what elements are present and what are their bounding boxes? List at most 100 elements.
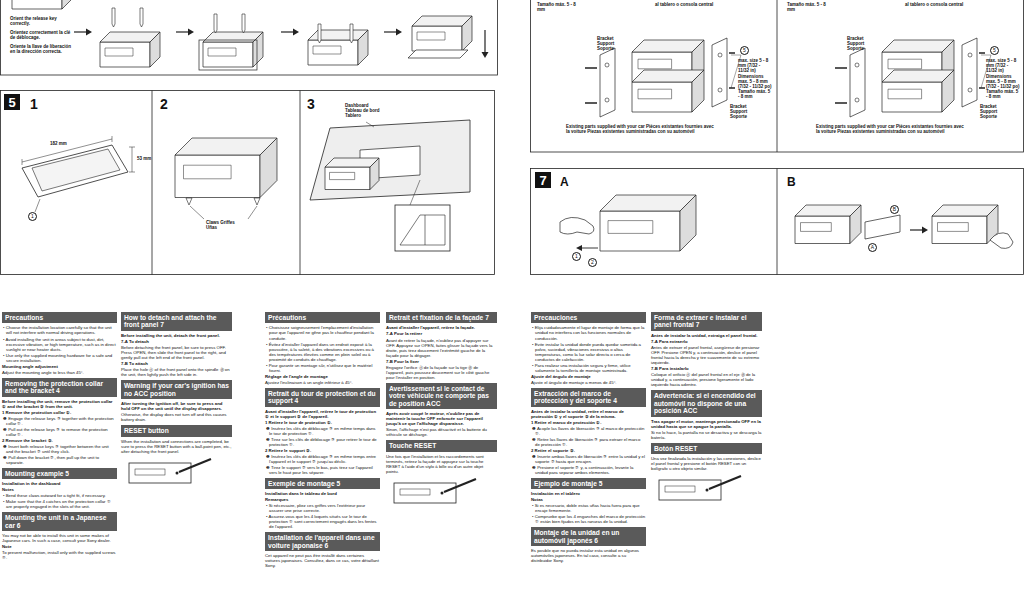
body-text: Cet appareil ne peut pas être installé d…	[265, 553, 380, 568]
part-label: Existing parts supplied with your car Pi…	[566, 124, 716, 134]
part-label: Bracket Support Soporte	[980, 104, 1012, 120]
body-text: • Pour garantir un montage sûr, n'utilis…	[265, 363, 380, 373]
bold-text: After turning the ignition off, be sure …	[121, 401, 232, 411]
part-label: Dashboard Tableau de bord Tablero	[345, 103, 385, 119]
section-heading-text: Retrait et fixation de la façade 7	[389, 314, 489, 321]
callout-number: 2	[588, 258, 597, 267]
section-heading: Precauciones	[531, 312, 646, 323]
section-heading-text: How to detach and attach the front panel…	[124, 314, 216, 328]
body-text: ❷ Tirez le support ② vers le bas, puis t…	[265, 465, 380, 475]
dimension-label: Tamaño máx. 5 - 8 mm	[537, 2, 577, 12]
step-number: 1	[30, 96, 38, 112]
step-number: 3	[307, 96, 315, 112]
body-text: ❷ Presione el soporte ② y, a continuació…	[531, 465, 646, 475]
section-heading: Touche RESET	[386, 440, 497, 451]
section-heading: Removing the protection collar and the b…	[2, 378, 117, 397]
part-label: Bracket Support Soporte	[847, 36, 879, 52]
bold-text: 1 Retire el marco de protección ①.	[531, 420, 646, 425]
body-text: ❷ Pull out the release keys ③ to remove …	[2, 427, 117, 437]
section-heading-text: Advertencia: si el encendido del automóv…	[654, 392, 756, 414]
callout-number: 1	[28, 212, 37, 221]
body-text: Una vez finalizada la instalación y las …	[651, 456, 762, 471]
callout-number: B	[890, 205, 899, 214]
bold-text: Avant d'installer l'appareil, retirez le…	[265, 409, 380, 419]
section-heading: Retrait du tour de protection et du supp…	[265, 388, 380, 407]
reset-illustration	[121, 457, 231, 487]
callout-number: 1	[572, 252, 581, 261]
body-text: When the installation and connections ar…	[121, 439, 232, 454]
bold-text: Antes de instalar la unidad, extraiga el…	[651, 333, 762, 338]
step-number: 2	[160, 96, 168, 112]
section-heading: Precautions	[2, 312, 117, 323]
section-heading: Précautions	[265, 312, 380, 323]
section-heading-text: Warning if your car's ignition has no AC…	[124, 382, 229, 396]
body-text: ❷ Tirez sur les clés de déblocage ③ pour…	[265, 437, 380, 447]
bold-text: Avant d'installer l'appareil, retirez la…	[386, 325, 497, 330]
body-text: ❶ Insérez les clés de déblocage ③ en mêm…	[265, 426, 380, 436]
body-text: Adjust the mounting angle to less than 4…	[2, 370, 117, 375]
section-heading: Extracción del marco de protección y del…	[531, 388, 646, 407]
figure-number-box-text: 5	[8, 95, 15, 110]
section-heading-text: Installation de l'appareil dans une voit…	[268, 534, 375, 548]
body-text: ❷ Pull down the bracket ②, then pull up …	[2, 455, 117, 465]
section-heading: Advertencia: si el encendido del automóv…	[651, 390, 762, 416]
bold-text: Réglage de l'angle de montage	[265, 374, 380, 379]
body-text: ❶ Inserte ambas llaves de liberación ③ e…	[531, 454, 646, 464]
bold-text: Remarques	[265, 497, 380, 502]
section-heading-text: RESET button	[124, 427, 169, 434]
body-text: Une fois que l'installation et les racco…	[386, 454, 497, 474]
bold-text: 7-B Pour la fixer	[386, 359, 497, 364]
body-text: Coloque el orificio Ⓐ del panel frontal …	[651, 372, 762, 387]
section-heading-text: Removing the protection collar and the b…	[5, 380, 103, 394]
dimension-label: max. size 5 - 8 mm (7/32 - 11/32 in) Dim…	[986, 58, 1020, 99]
bold-text: Installation dans le tableau de bord	[265, 491, 380, 496]
step-letter: A	[560, 176, 569, 190]
body-text: • Evite instalar la unidad donde pueda q…	[531, 342, 646, 362]
body-text: ❶ Acople las llaves de liberación ③ al m…	[531, 426, 646, 436]
section-heading-text: Forma de extraer e instalar el panel fro…	[654, 314, 747, 328]
body-text: • Compruebe que los 4 enganches del marc…	[531, 514, 646, 524]
section-heading: Forma de extraer e instalar el panel fro…	[651, 312, 762, 331]
text-column: Précautions• Choisissez soigneusement l'…	[265, 312, 380, 569]
section-heading: Warning if your car's ignition has no AC…	[121, 380, 232, 399]
section-heading: Retrait et fixation de la façade 7	[386, 312, 497, 323]
section-heading: Mounting example 5	[2, 468, 117, 479]
bold-text: Before installing the unit, detach the f…	[121, 333, 232, 338]
body-text: Antes de extraer el panel frontal, asegú…	[651, 345, 762, 365]
text-column: Retrait et fixation de la façade 7 Avant …	[386, 312, 497, 507]
bold-text: 2 Remove the bracket ②.	[2, 438, 117, 443]
section-heading: Montaje de la unidad en un automóvil jap…	[531, 527, 646, 546]
bold-text: Instalación en el tablero	[531, 491, 646, 496]
figure-number-box: 5	[4, 94, 20, 110]
body-text: Before detaching the front panel, be sur…	[121, 345, 232, 360]
section-heading-text: Extracción del marco de protección y del…	[534, 390, 617, 404]
bold-text: 2 Retirez le support ②.	[265, 448, 380, 453]
bold-text: Note	[2, 544, 117, 549]
body-text: Ajuste el ángulo de montaje a menos de 4…	[531, 380, 646, 385]
body-text: • Make sure that the 4 catches on the pr…	[2, 499, 117, 509]
body-text: Sinon, l'affichage n'est pas désactivé e…	[386, 427, 497, 437]
figure-number-box: 7	[535, 172, 551, 188]
text-column: How to detach and attach the front panel…	[121, 312, 232, 487]
bold-text: Tras apagar el motor, mantenga presionad…	[651, 419, 762, 429]
body-text: • Elija cuidadosamente el lugar de monta…	[531, 325, 646, 340]
body-text: Ajustez l'inclinaison à un angle inférie…	[265, 380, 380, 385]
body-text: Engagez l'orifice Ⓐ de la façade sur la …	[386, 365, 497, 380]
body-text: • Si es necesario, doble estas uñas haci…	[531, 503, 646, 513]
figure-number-box-text: 7	[539, 173, 546, 188]
dimension-label: 182 mm	[50, 141, 67, 146]
text-column: Precauciones • Elija cuidadosamente el lu…	[531, 312, 646, 564]
callout-number: A	[868, 243, 877, 252]
body-text: • Choose the installation location caref…	[2, 325, 117, 335]
reset-illustration	[386, 477, 496, 507]
bold-text: Installation in the dashboard	[2, 481, 117, 486]
instruction-label: Orientez correctement la clé de déblocag…	[10, 30, 72, 40]
bold-text: 7-A Pour la retirer	[386, 331, 497, 336]
section-heading-text: Avertissement si le contact de votre véh…	[389, 385, 489, 407]
section-heading-text: Precauciones	[534, 314, 577, 321]
section-heading: Avertissement si le contact de votre véh…	[386, 383, 497, 409]
bold-text: Notes	[2, 487, 117, 492]
bold-text: 7-A To detach	[121, 339, 232, 344]
dimension-label: Tamaño máx. 5 - 8 mm	[787, 2, 827, 12]
